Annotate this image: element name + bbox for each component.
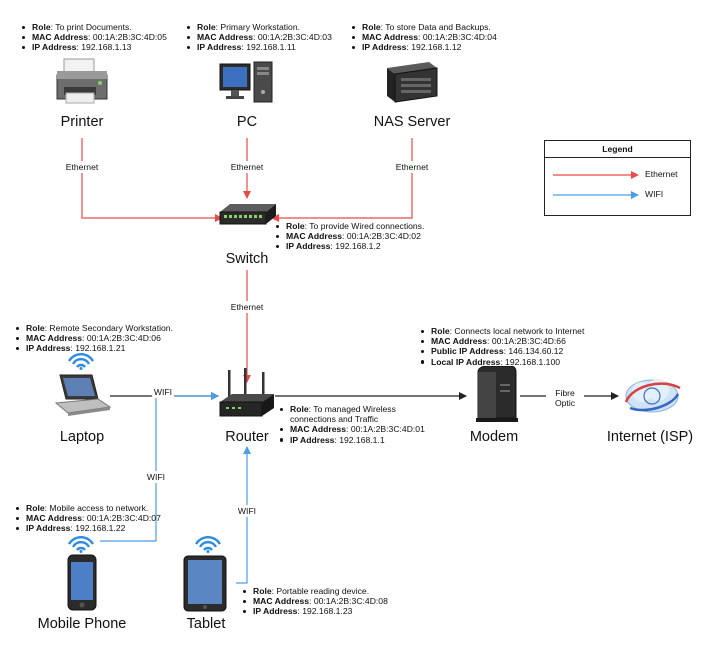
info-mac: MAC Address: 00:1A:2B:3C:4D:05 [20, 32, 167, 42]
info-role: Role: Primary Workstation. [185, 22, 332, 32]
mobile-phone-label: Mobile Phone [37, 616, 127, 632]
info-role: Role: Remote Secondary Workstation. [14, 323, 173, 333]
internet-cloud-icon [624, 379, 681, 413]
legend: Legend Ethernet WIFI [544, 140, 691, 216]
nas-info: Role: To store Data and Backups. MAC Add… [350, 22, 497, 53]
info-ip: IP Address: 192.168.1.12 [350, 42, 497, 52]
laptop-icon [54, 374, 112, 416]
pc-icon [219, 61, 273, 103]
printer-switch-line [81, 138, 223, 222]
printer-icon [56, 58, 108, 104]
phone-router-label: WIFI [144, 471, 168, 483]
internet-label: Internet (ISP) [606, 429, 694, 445]
info-ip: IP Address: 192.168.1.21 [14, 343, 173, 353]
info-ip: IP Address: 192.168.1.23 [241, 606, 388, 616]
info-local-ip: Local IP Address: 192.168.1.100 [419, 357, 584, 367]
info-role: Role: To provide Wired connections. [274, 221, 424, 231]
wifi-icon [67, 353, 95, 370]
switch-icon [219, 204, 276, 225]
info-role: Role: Portable reading device. [241, 586, 388, 596]
tablet-info: Role: Portable reading device. MAC Addre… [241, 586, 388, 617]
legend-wifi-label: WIFI [645, 189, 664, 199]
phone-router-line [100, 392, 219, 542]
legend-title: Legend [545, 141, 690, 158]
info-role: Role: To store Data and Backups. [350, 22, 497, 32]
info-mac: MAC Address: 00:1A:2B:3C:4D:03 [185, 32, 332, 42]
switch-info: Role: To provide Wired connections. MAC … [274, 221, 424, 252]
router-icon [219, 368, 274, 417]
legend-ethernet-label: Ethernet [645, 169, 678, 179]
mobile-phone-icon [67, 554, 97, 611]
laptop-router-label: WIFI [151, 386, 175, 398]
info-mac: MAC Address: 00:1A:2B:3C:4D:66 [419, 336, 584, 346]
nas-switch-label: Ethernet [393, 161, 431, 173]
printer-label: Printer [60, 114, 104, 130]
info-mac: MAC Address: 00:1A:2B:3C:4D:06 [14, 333, 173, 343]
info-role: Role: To managed Wireless connections an… [278, 404, 410, 424]
nas-server-icon [387, 62, 438, 103]
switch-label: Switch [225, 251, 269, 267]
pc-switch-label: Ethernet [228, 161, 266, 173]
info-ip: IP Address: 192.168.1.1 [278, 435, 425, 445]
nas-switch-line [271, 138, 413, 222]
info-mac: MAC Address: 00:1A:2B:3C:4D:04 [350, 32, 497, 42]
modem-label: Modem [469, 429, 519, 445]
info-role: Role: Connects local network to Internet [419, 326, 584, 336]
tablet-router-label: WIFI [235, 505, 259, 517]
phone-info: Role: Mobile access to network. MAC Addr… [14, 503, 161, 534]
legend-wifi: WIFI [545, 189, 690, 201]
info-role: Role: Mobile access to network. [14, 503, 161, 513]
router-info: Role: To managed Wireless connections an… [278, 404, 425, 445]
info-ip: IP Address: 192.168.1.2 [274, 241, 424, 251]
info-mac: MAC Address: 00:1A:2B:3C:4D:07 [14, 513, 161, 523]
switch-router-label: Ethernet [228, 301, 266, 313]
info-ip: IP Address: 192.168.1.22 [14, 523, 161, 533]
wifi-arrow-icon [553, 191, 639, 199]
modem-info: Role: Connects local network to Internet… [419, 326, 584, 367]
info-public-ip: Public IP Address: 146.134.60.12 [419, 346, 584, 356]
printer-switch-label: Ethernet [63, 161, 101, 173]
modem-internet-label: Fibre Optic [546, 387, 584, 409]
info-ip: IP Address: 192.168.1.13 [20, 42, 167, 52]
info-mac: MAC Address: 00:1A:2B:3C:4D:08 [241, 596, 388, 606]
info-mac: MAC Address: 00:1A:2B:3C:4D:02 [274, 231, 424, 241]
laptop-info: Role: Remote Secondary Workstation. MAC … [14, 323, 173, 354]
wifi-icon [67, 536, 95, 553]
info-ip: IP Address: 192.168.1.11 [185, 42, 332, 52]
pc-label: PC [236, 114, 258, 130]
legend-ethernet: Ethernet [545, 169, 690, 181]
pc-info: Role: Primary Workstation. MAC Address: … [185, 22, 332, 53]
tablet-router-line [236, 446, 251, 584]
ethernet-arrow-icon [553, 171, 639, 179]
nas-server-label: NAS Server [373, 114, 451, 130]
tablet-icon [183, 555, 227, 612]
info-mac: MAC Address: 00:1A:2B:3C:4D:01 [278, 424, 425, 434]
laptop-label: Laptop [59, 429, 105, 445]
info-role: Role: To print Documents. [20, 22, 167, 32]
wifi-icon [194, 536, 222, 553]
tablet-label: Tablet [186, 616, 226, 632]
modem-icon [476, 366, 518, 422]
printer-info: Role: To print Documents. MAC Address: 0… [20, 22, 167, 53]
router-label: Router [225, 429, 269, 445]
